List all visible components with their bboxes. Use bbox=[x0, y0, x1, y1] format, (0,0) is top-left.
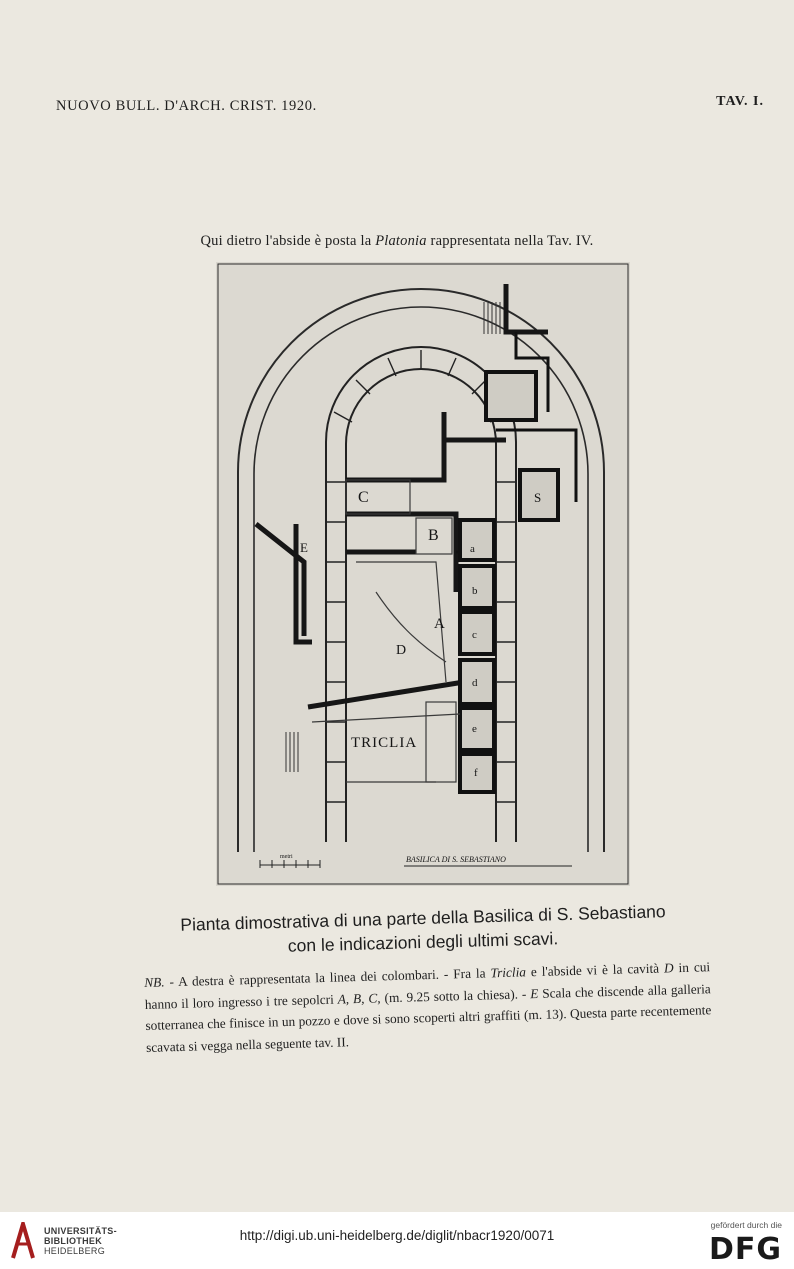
label-c: c bbox=[472, 629, 477, 641]
label-D: D bbox=[396, 643, 406, 658]
plan-drawing: C B A D E S TRICLIA a b c d e f BASILICA… bbox=[217, 263, 629, 885]
label-b: b bbox=[472, 585, 478, 597]
funded-by-text: gefördert durch die bbox=[710, 1220, 782, 1230]
explanatory-note: NB. - A destra è rappresentata la linea … bbox=[144, 959, 712, 1055]
label-basilica: BASILICA DI S. SEBASTIANO bbox=[406, 855, 506, 864]
label-B: B bbox=[428, 527, 439, 544]
plate-number: TAV. I. bbox=[716, 94, 764, 109]
architectural-plan: C B A D E S TRICLIA a b c d e f BASILICA… bbox=[216, 262, 630, 886]
label-C: C bbox=[358, 489, 369, 506]
label-scale: metri bbox=[280, 854, 293, 860]
label-d: d bbox=[472, 677, 478, 689]
dfg-logo[interactable]: DFG bbox=[708, 1232, 782, 1267]
label-e: e bbox=[472, 723, 477, 735]
label-triclia: TRICLIA bbox=[351, 735, 417, 751]
university-library-logo-icon[interactable] bbox=[10, 1222, 36, 1260]
label-f: f bbox=[474, 767, 478, 779]
library-name: UNIVERSITÄTS- BIBLIOTHEK HEIDELBERG bbox=[44, 1226, 117, 1256]
scanned-page: NUOVO BULL. D'ARCH. CRIST. 1920. TAV. I.… bbox=[56, 94, 764, 1055]
viewer-footer: UNIVERSITÄTS- BIBLIOTHEK HEIDELBERG http… bbox=[0, 1212, 794, 1269]
label-a: a bbox=[470, 543, 475, 555]
label-S: S bbox=[534, 490, 541, 505]
top-caption: Qui dietro l'abside è posta la Platonia … bbox=[200, 233, 594, 249]
label-E: E bbox=[300, 540, 308, 555]
label-A: A bbox=[434, 616, 445, 632]
journal-header: NUOVO BULL. D'ARCH. CRIST. 1920. bbox=[56, 98, 317, 114]
document-url-link[interactable]: http://digi.ub.uni-heidelberg.de/diglit/… bbox=[239, 1228, 555, 1243]
